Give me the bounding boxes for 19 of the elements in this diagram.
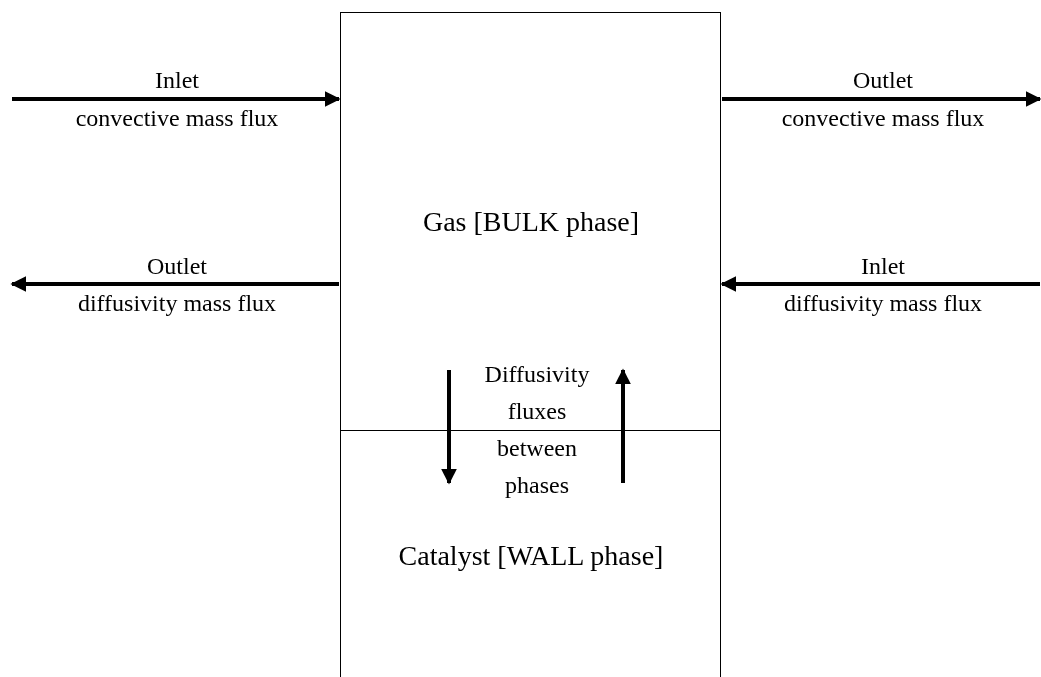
flux-label: Diffusivity fluxes between phases (483, 360, 591, 500)
edge-label: Outlet (853, 65, 913, 95)
phase-label: Gas [BULK phase] (422, 206, 640, 238)
phase-box (340, 430, 721, 677)
arrow (722, 91, 1041, 107)
phase-box (340, 12, 721, 431)
arrow (441, 370, 457, 485)
flux-label: diffusivity mass flux (77, 288, 277, 318)
arrow (10, 276, 339, 292)
arrow (615, 368, 631, 483)
flux-label: diffusivity mass flux (783, 288, 983, 318)
edge-label: Inlet (155, 65, 199, 95)
flux-label: convective mass flux (75, 103, 279, 133)
edge-label: Outlet (147, 251, 207, 281)
phase-label: Catalyst [WALL phase] (398, 540, 664, 572)
flux-label: convective mass flux (781, 103, 985, 133)
arrow (720, 276, 1040, 292)
edge-label: Inlet (861, 251, 905, 281)
arrow (12, 91, 341, 107)
